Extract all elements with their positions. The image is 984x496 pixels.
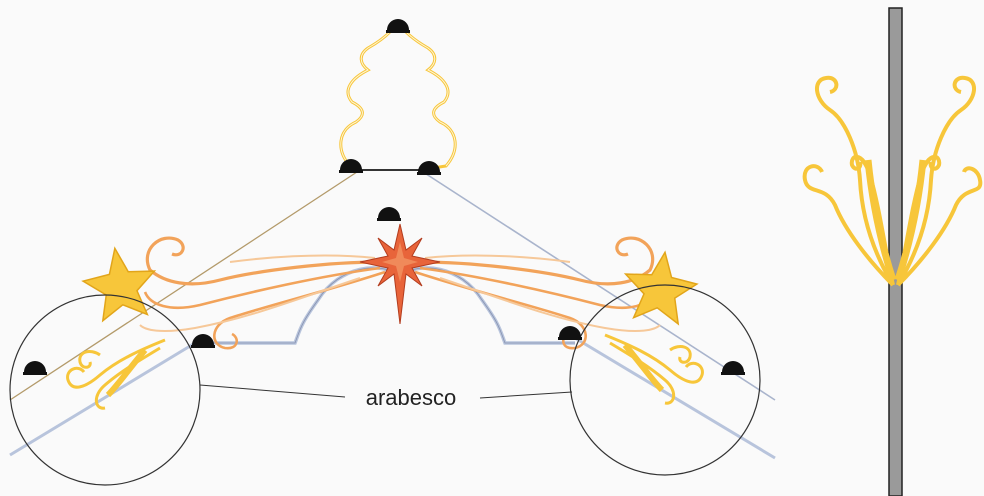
lamp-fixture-icon (377, 207, 401, 221)
lamp-fixture-icon (339, 159, 363, 173)
callout-leader-left (199, 384, 346, 398)
pole-arabesque-scrolls (802, 75, 983, 287)
arabesque-scroll-left (139, 236, 386, 350)
street-pole-icon (888, 7, 903, 496)
red-eight-point-star-icon (359, 223, 441, 325)
wire-right-main (419, 169, 776, 401)
wire-right-lower (574, 336, 776, 460)
lamp-fixture-icon (191, 334, 215, 348)
callout-leader-right (479, 391, 573, 399)
gold-star-right-icon (623, 250, 699, 326)
callout-label: arabesco (366, 385, 457, 410)
arabesque-scroll-circle-right (604, 333, 704, 405)
gold-star-left-icon (81, 246, 157, 323)
detail-circle-right (569, 284, 761, 476)
lamp-fixture-icon (23, 361, 47, 375)
arabesque-scroll-circle-left (66, 338, 166, 410)
wire-left-lower (9, 338, 201, 457)
lamp-fixture-icon (721, 361, 745, 375)
tree-outline-highlight (340, 21, 456, 167)
lamp-fixture-icon (386, 19, 410, 33)
lamp-fixture-icon (558, 326, 582, 340)
detail-circle-left (9, 294, 201, 486)
lamp-fixtures (23, 19, 745, 375)
christmas-tree-outline-icon (339, 21, 457, 172)
lamp-fixture-icon (417, 161, 441, 175)
arabesque-scroll-right (414, 236, 661, 350)
